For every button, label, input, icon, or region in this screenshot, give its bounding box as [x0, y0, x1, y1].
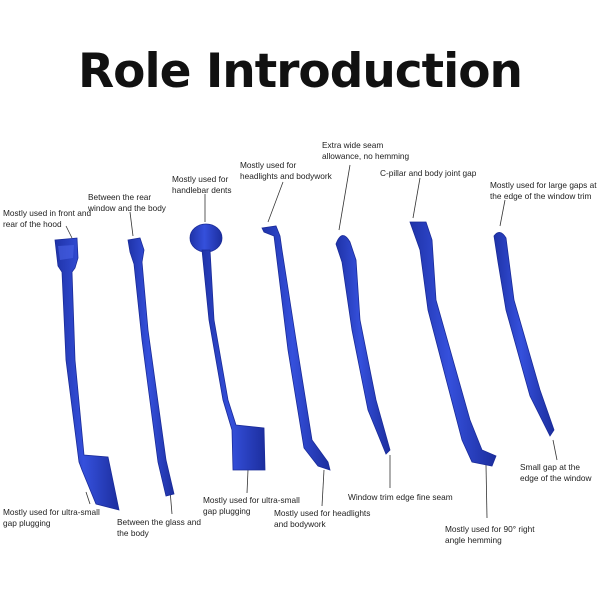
label-tool2-bottom: Between the glass and the body	[117, 517, 201, 538]
angled-pry-tool	[127, 237, 175, 497]
label-tool2-top: Between the rear window and the body	[88, 192, 166, 213]
leader-lines	[65, 164, 558, 519]
flat-spatula-tool	[54, 237, 120, 511]
page-title: Role Introduction	[77, 44, 523, 99]
label-tool6-top: C-pillar and body joint gap	[380, 168, 477, 178]
label-tool4-top: Mostly used for headlights and bodywork	[240, 160, 332, 181]
label-tool7-bottom: Small gap at the edge of the window	[520, 462, 592, 483]
label-tool7-top: Mostly used for large gaps at the edge o…	[490, 180, 597, 201]
narrow-pry-tool	[493, 232, 555, 437]
round-disc-tool	[189, 223, 266, 471]
label-tool1-top: Mostly used in front and rear of the hoo…	[3, 208, 92, 229]
label-tool1-bottom: Mostly used for ultra-small gap plugging	[3, 507, 100, 528]
pointed-tip-tool	[335, 235, 391, 455]
hook-tool	[261, 225, 331, 471]
wedge-tool	[409, 221, 497, 467]
label-tool3-top: Mostly used for handlebar dents	[172, 174, 232, 195]
label-tool3-bottom: Mostly used for ultra-small gap plugging	[203, 495, 300, 516]
label-tool4-bottom: Mostly used for headlights and bodywork	[274, 508, 371, 529]
label-tool5-top: Extra wide seam allowance, no hemming	[322, 140, 410, 161]
label-tool6-bottom: Mostly used for 90° right angle hemming	[445, 524, 535, 545]
label-tool5-bottom: Window trim edge fine seam	[348, 492, 453, 502]
